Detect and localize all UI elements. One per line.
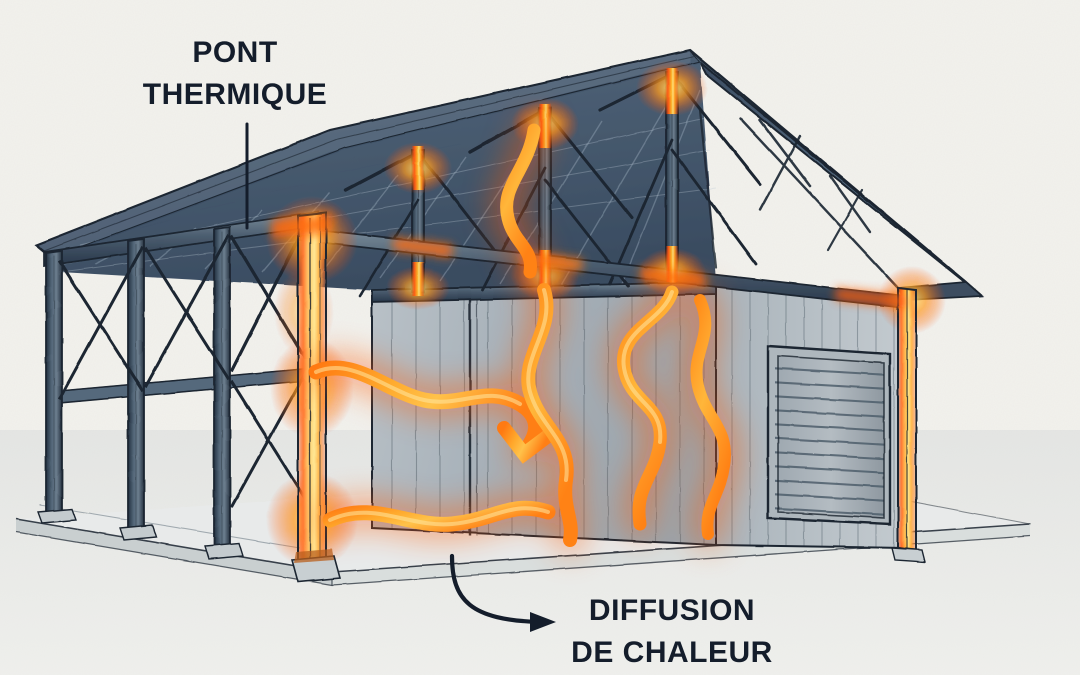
diffusion-arrow-curve — [449, 553, 543, 625]
roller-shutter-door[interactable] — [766, 344, 892, 526]
annotation-diffusion-chaleur: DIFFUSION DE CHALEUR — [449, 553, 773, 669]
thermal-bridge-column-main — [290, 211, 342, 583]
heat-wave-vertical-3 — [690, 294, 731, 540]
heat-diffusion-waves — [303, 117, 738, 553]
building-illustration — [15, 48, 1031, 586]
pont-thermique-line2: THERMIQUE — [143, 78, 328, 111]
left-open-bay-frame — [37, 211, 319, 560]
pont-thermique-line1: PONT — [192, 36, 277, 69]
bay-column-1 — [37, 249, 77, 524]
diffusion-line2: DE CHALEUR — [571, 636, 773, 669]
heat-wave-arrowhead — [497, 421, 555, 464]
x-bracing-2 — [143, 233, 231, 389]
x-bracing-1 — [57, 245, 145, 401]
tie-beam-hot-segments — [394, 238, 906, 308]
heat-wave-ceiling — [500, 123, 541, 279]
truss-gable — [738, 116, 900, 290]
diffusion-arrow-head — [530, 612, 556, 632]
eave-hot-segment — [272, 214, 332, 238]
thermal-bridge-column-right — [891, 286, 926, 563]
bay-column-3 — [204, 225, 244, 560]
annotation-pont-thermique: PONT THERMIQUE — [143, 36, 328, 230]
diffusion-line1: DIFFUSION — [589, 594, 755, 627]
bay-column-2 — [119, 237, 157, 541]
